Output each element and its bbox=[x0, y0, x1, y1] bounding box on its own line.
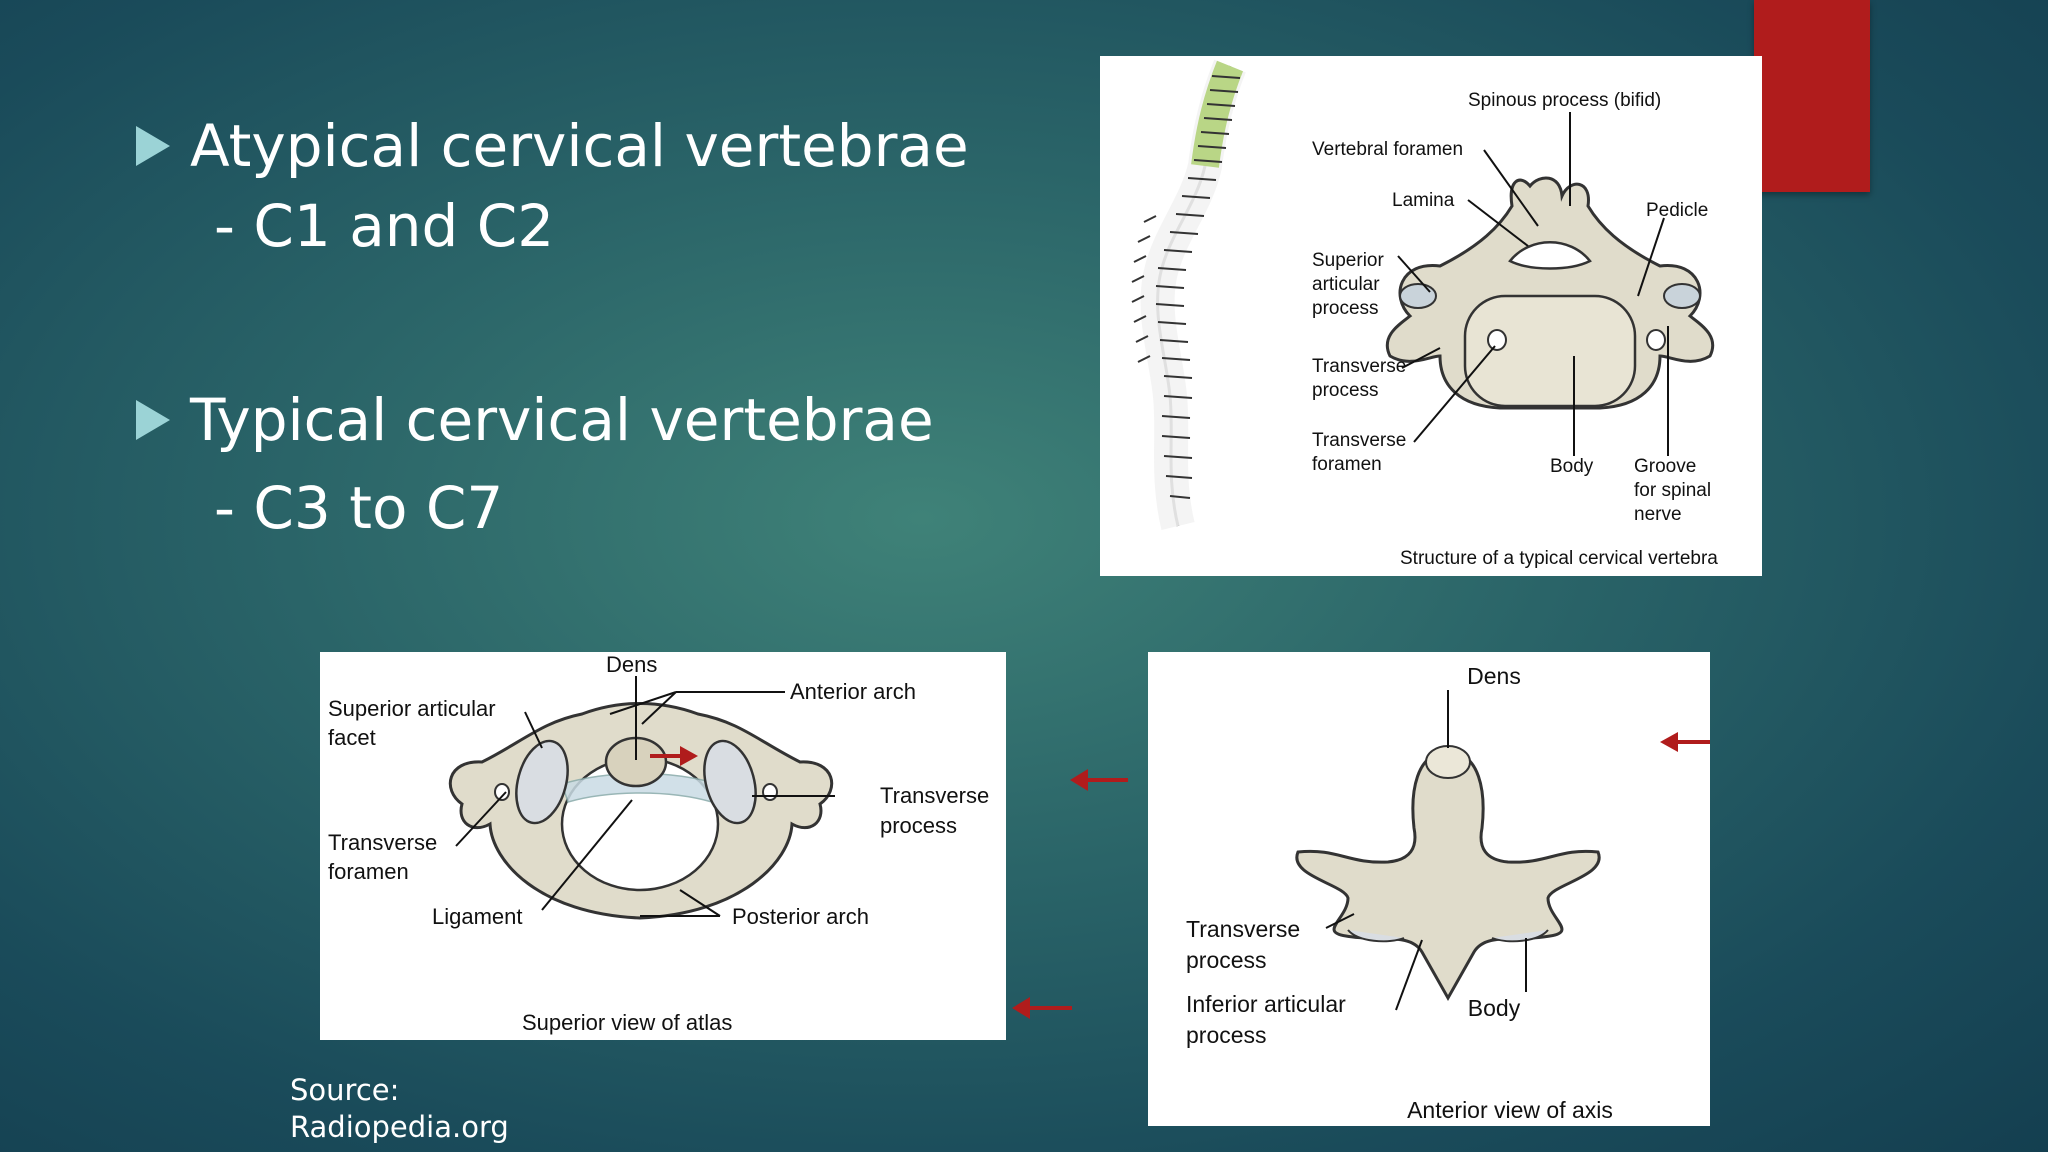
source-citation: Source: Radiopedia.org bbox=[290, 1072, 509, 1146]
bullet-triangle-icon bbox=[136, 126, 170, 166]
red-arrow-icon bbox=[1070, 769, 1128, 791]
label-transverse-foramen-2: foramen bbox=[1312, 454, 1382, 475]
label-body: Body bbox=[1550, 456, 1594, 477]
label-body: Body bbox=[1468, 995, 1521, 1021]
bullet-triangle-icon bbox=[136, 400, 170, 440]
label-superior-articular-facet-1: Superior articular bbox=[328, 696, 496, 721]
bullet-title: Typical cervical vertebrae bbox=[190, 386, 934, 454]
label-transverse-foramen-2: foramen bbox=[328, 859, 409, 884]
bullet-typical: Typical cervical vertebrae bbox=[136, 386, 934, 454]
figure-caption: Anterior view of axis bbox=[1407, 1097, 1613, 1123]
label-spinous-process: Spinous process (bifid) bbox=[1468, 90, 1661, 111]
figure-typical-vertebra: Spinous process (bifid) Vertebral forame… bbox=[1100, 56, 1762, 576]
label-transverse-foramen-1: Transverse bbox=[328, 830, 437, 855]
label-superior-articular-2: articular bbox=[1312, 274, 1380, 295]
label-ligament: Ligament bbox=[432, 904, 523, 929]
label-superior-articular-3: process bbox=[1312, 298, 1379, 319]
bullet-title: Atypical cervical vertebrae bbox=[190, 112, 969, 180]
bullet-atypical: Atypical cervical vertebrae bbox=[136, 112, 969, 180]
red-arrow-icon bbox=[650, 746, 698, 766]
label-inferior-articular-1: Inferior articular bbox=[1186, 991, 1346, 1017]
label-dens: Dens bbox=[606, 652, 657, 677]
axis-illustration bbox=[1295, 745, 1601, 1002]
label-transverse-process-2: process bbox=[880, 813, 957, 838]
bullet-sub-typical: - C3 to C7 bbox=[214, 474, 504, 542]
label-dens: Dens bbox=[1467, 663, 1521, 689]
label-transverse-process-2: process bbox=[1312, 380, 1379, 401]
source-site: Radiopedia.org bbox=[290, 1110, 509, 1144]
label-transverse-process-1: Transverse bbox=[880, 783, 989, 808]
figure-caption: Superior view of atlas bbox=[522, 1010, 732, 1035]
label-groove-1: Groove bbox=[1634, 456, 1696, 477]
label-lamina: Lamina bbox=[1392, 190, 1455, 211]
label-anterior-arch: Anterior arch bbox=[790, 679, 916, 704]
source-label: Source: bbox=[290, 1073, 400, 1107]
red-accent-bar bbox=[1754, 0, 1870, 192]
label-transverse-foramen-1: Transverse bbox=[1312, 430, 1406, 451]
label-transverse-process-2: process bbox=[1186, 947, 1267, 973]
label-groove-3: nerve bbox=[1634, 504, 1682, 525]
red-arrow-icon bbox=[1660, 732, 1710, 752]
bullet-sub-atypical: - C1 and C2 bbox=[214, 192, 555, 260]
label-transverse-process-1: Transverse bbox=[1312, 356, 1406, 377]
label-transverse-process-1: Transverse bbox=[1186, 916, 1300, 942]
label-inferior-articular-2: process bbox=[1186, 1022, 1267, 1048]
figure-caption: Structure of a typical cervical vertebra bbox=[1400, 548, 1718, 569]
typical-vertebra-illustration bbox=[1386, 176, 1714, 410]
label-superior-articular-facet-2: facet bbox=[328, 725, 376, 750]
figure-axis: Dens Transverse process Inferior articul… bbox=[1148, 652, 1710, 1126]
spine-illustration bbox=[1131, 59, 1246, 530]
label-pedicle: Pedicle bbox=[1646, 200, 1708, 221]
atlas-illustration bbox=[448, 702, 834, 920]
figure-atlas: Dens Anterior arch Superior articular fa… bbox=[320, 652, 1006, 1040]
red-arrow-icon bbox=[1012, 997, 1072, 1019]
label-vertebral-foramen: Vertebral foramen bbox=[1312, 139, 1463, 160]
label-posterior-arch: Posterior arch bbox=[732, 904, 869, 929]
label-superior-articular-1: Superior bbox=[1312, 250, 1384, 271]
label-groove-2: for spinal bbox=[1634, 480, 1711, 501]
